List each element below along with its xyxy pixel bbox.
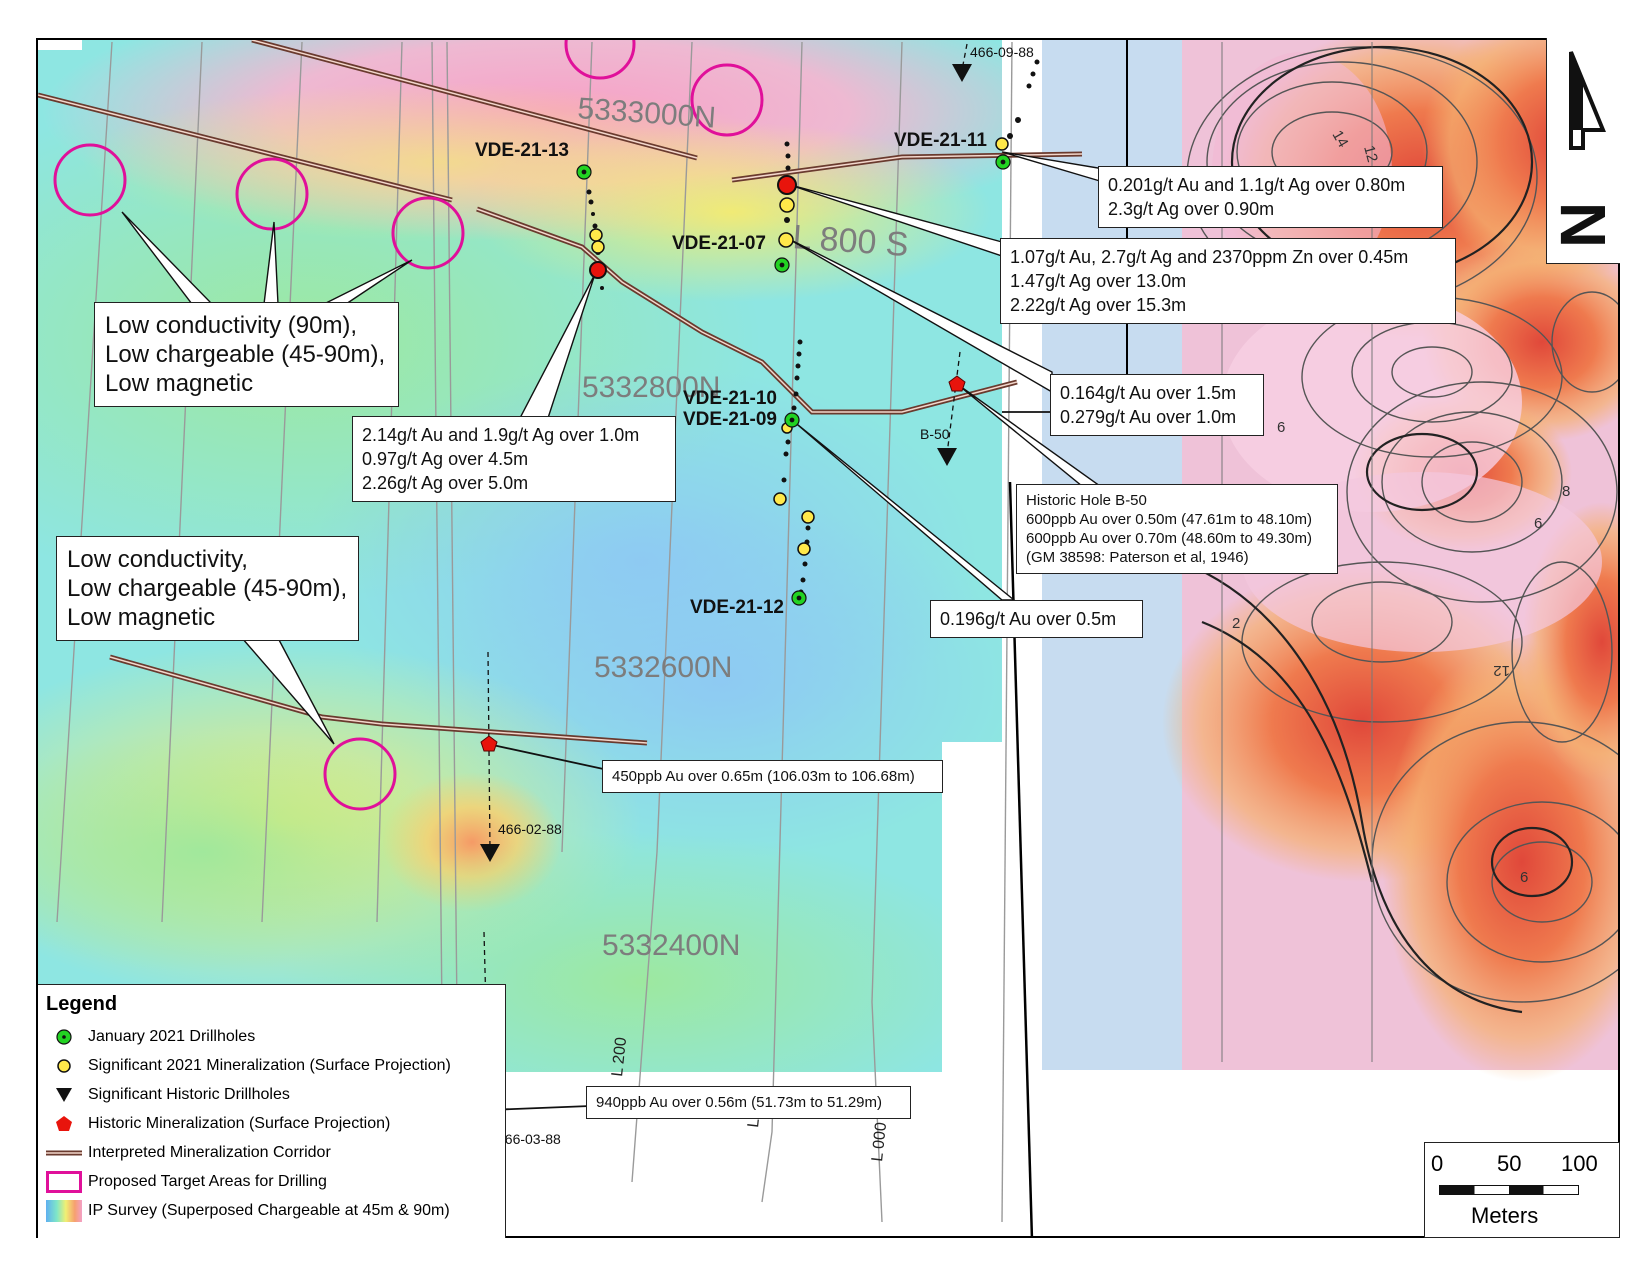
drillhole-vde-21-07[interactable] xyxy=(774,257,790,273)
label-vde-21-11: VDE-21-11 xyxy=(894,130,987,151)
callout-leaders xyxy=(121,151,1111,745)
north-arrow-panel: N xyxy=(1546,38,1620,264)
callout-vde-21-11[interactable]: 0.201g/t Au and 1.1g/t Ag over 0.80m 2.3… xyxy=(1098,166,1443,228)
target-circle[interactable] xyxy=(235,157,309,231)
svg-text:6: 6 xyxy=(1534,515,1542,532)
historic-hole-b-50[interactable] xyxy=(937,448,957,466)
mineralization-corridors xyxy=(38,40,1083,746)
legend: Legend January 2021 Drillholes Significa… xyxy=(38,984,506,1238)
callout-target-south[interactable]: Low conductivity, Low chargeable (45-90m… xyxy=(56,536,359,641)
green-circle-icon xyxy=(46,1025,82,1049)
drillhole-traces xyxy=(586,59,1040,595)
proposed-target-areas xyxy=(53,40,764,811)
callout-vde-21-09[interactable]: 0.196g/t Au over 0.5m xyxy=(930,600,1143,638)
historic-mineralization-b-50[interactable] xyxy=(948,375,966,392)
target-circle[interactable] xyxy=(323,737,397,811)
label-vde-21-12: VDE-21-12 xyxy=(690,597,784,618)
drillhole-vde-21-09[interactable] xyxy=(784,412,800,428)
svg-text:6: 6 xyxy=(1520,869,1528,886)
callout-historic-b-50[interactable]: Historic Hole B-50 600ppb Au over 0.50m … xyxy=(1016,484,1338,574)
north-arrow-icon xyxy=(1569,51,1606,150)
legend-item-target-areas: Proposed Target Areas for Drilling xyxy=(46,1168,327,1196)
label-b-50: B-50 xyxy=(920,426,950,442)
svg-text:14: 14 xyxy=(1329,128,1352,151)
label-vde-21-13: VDE-21-13 xyxy=(475,140,569,161)
january-2021-drillholes xyxy=(576,154,1011,606)
legend-item-historic-mineralization: Historic Mineralization (Surface Project… xyxy=(46,1110,390,1138)
scale-tick-0: 0 xyxy=(1431,1151,1444,1176)
target-circle[interactable] xyxy=(690,63,764,137)
label-466-02-88: 466-02-88 xyxy=(498,821,562,837)
label-vde-21-07: VDE-21-07 xyxy=(672,233,766,254)
label-vde-21-10: VDE-21-10 xyxy=(683,388,777,409)
target-circle[interactable] xyxy=(564,40,636,80)
callout-vde-21-10[interactable]: 0.164g/t Au over 1.5m 0.279g/t Au over 1… xyxy=(1050,374,1264,436)
line-000: L 000 xyxy=(869,1121,890,1162)
callout-vde-21-13[interactable]: 2.14g/t Au and 1.9g/t Ag over 1.0m 0.97g… xyxy=(352,416,676,502)
label-466-03-88: 466-03-88 xyxy=(497,1131,561,1147)
legend-title: Legend xyxy=(46,993,118,1015)
vde-21-07-mineralization-high xyxy=(777,175,797,195)
svg-text:8: 8 xyxy=(1562,483,1570,500)
target-circle[interactable] xyxy=(391,196,465,270)
northing-5332400: 5332400N xyxy=(602,929,740,962)
legend-item-drillholes: January 2021 Drillholes xyxy=(46,1023,255,1051)
legend-item-ip-survey: IP Survey (Superposed Chargeable at 45m … xyxy=(46,1197,450,1225)
svg-text:12: 12 xyxy=(1493,662,1510,679)
line-800s: L 800 S xyxy=(791,218,909,264)
legend-item-2021-mineralization: Significant 2021 Mineralization (Surface… xyxy=(46,1052,451,1080)
north-label: N xyxy=(1547,201,1619,248)
callout-vde-21-07[interactable]: 1.07g/t Au, 2.7g/t Ag and 2370ppm Zn ove… xyxy=(1000,238,1456,324)
drillhole-vde-21-12[interactable] xyxy=(791,590,807,606)
magenta-rect-icon xyxy=(46,1170,82,1194)
contour-labels: 14 12 6 8 6 2 12 6 xyxy=(1232,128,1570,887)
yellow-circle-icon xyxy=(46,1054,82,1078)
drillhole-vde-21-11[interactable] xyxy=(995,154,1011,170)
line-200: L 200 xyxy=(609,1036,630,1077)
historic-hole-466-09-88[interactable] xyxy=(952,64,972,82)
svg-text:2: 2 xyxy=(1232,615,1240,632)
historic-hole-466-02-88[interactable] xyxy=(480,844,500,862)
legend-item-historic-drillholes: Significant Historic Drillholes xyxy=(46,1081,290,1109)
historic-mineralization-466-02-88[interactable] xyxy=(480,735,498,752)
scale-bar: 0 50 100 Meters xyxy=(1424,1142,1620,1238)
black-triangle-icon xyxy=(46,1083,82,1107)
rainbow-rect-icon xyxy=(46,1199,82,1223)
callout-466-02-88[interactable]: 450ppb Au over 0.65m (106.03m to 106.68m… xyxy=(602,760,943,793)
scale-unit: Meters xyxy=(1471,1203,1539,1228)
legend-item-corridor: Interpreted Mineralization Corridor xyxy=(46,1139,331,1167)
svg-text:6: 6 xyxy=(1277,419,1285,436)
northing-5332600: 5332600N xyxy=(594,651,732,684)
target-circle[interactable] xyxy=(53,143,127,217)
scale-bar-graphic xyxy=(1439,1185,1579,1195)
svg-text:12: 12 xyxy=(1360,144,1381,165)
label-466-09-88: 466-09-88 xyxy=(970,44,1034,60)
label-vde-21-09: VDE-21-09 xyxy=(683,409,777,430)
drillhole-vde-21-13[interactable] xyxy=(576,164,592,180)
callout-466-03-88[interactable]: 940ppb Au over 0.56m (51.73m to 51.29m) xyxy=(586,1086,911,1119)
scale-tick-100: 100 xyxy=(1561,1151,1598,1176)
significant-2021-mineralization xyxy=(589,137,1009,556)
red-pentagon-icon xyxy=(46,1112,82,1136)
northing-5332800: 5332800N xyxy=(582,371,720,404)
callout-target-north[interactable]: Low conductivity (90m), Low chargeable (… xyxy=(94,302,399,407)
scale-tick-50: 50 xyxy=(1497,1151,1522,1176)
corridor-line-icon xyxy=(46,1141,82,1165)
